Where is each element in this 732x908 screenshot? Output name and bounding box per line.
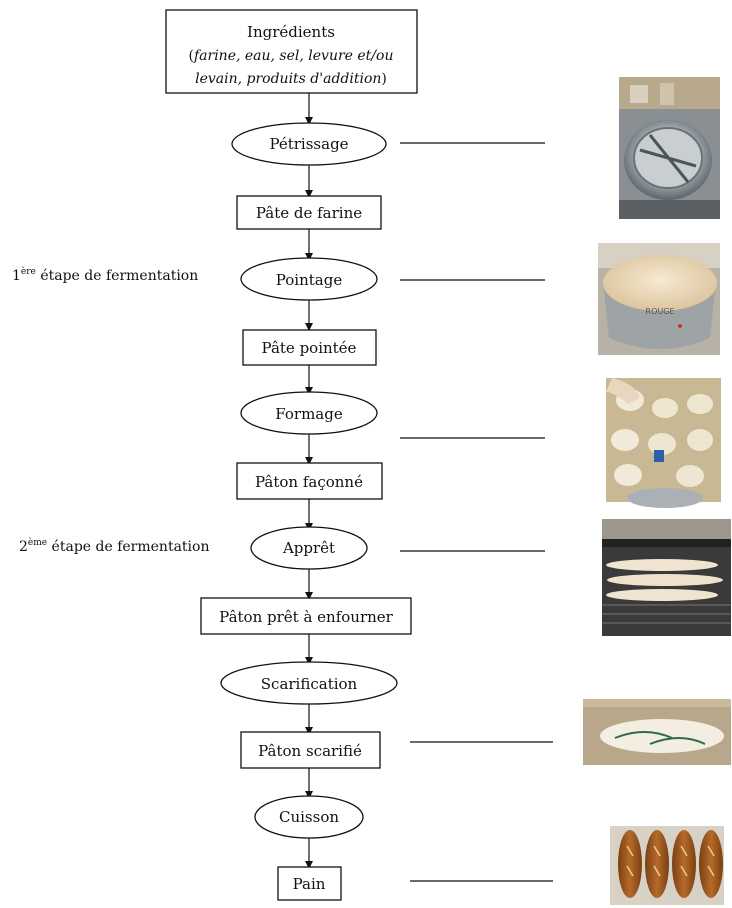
ingredients-list-a: farine, eau, sel, levure et/ou [193, 48, 394, 64]
node-formage: Formage [240, 391, 378, 435]
fermentation-step-2-label: 2ème étape de fermentation [19, 538, 210, 556]
ingredients-title: Ingrédients [247, 23, 335, 41]
paren-open: ( [189, 48, 194, 64]
node-pate-farine: Pâte de farine [236, 195, 382, 230]
node-scarification-label: Scarification [261, 675, 358, 693]
step-2-suffix: ème [27, 538, 48, 548]
node-paton-faconne: Pâton façonné [236, 462, 383, 500]
answer-lines [400, 142, 553, 882]
ingredients-line-1: (farine, eau, sel, levure et/ou [189, 48, 394, 64]
node-pate-pointee-label: Pâte pointée [262, 339, 357, 357]
ingredients-list-b: levain, produits d'addition [195, 71, 381, 87]
node-paton-scarifie-label: Pâton scarifié [258, 742, 362, 760]
step-1-text: étape de fermentation [35, 268, 199, 284]
node-pain-label: Pain [293, 875, 326, 893]
node-cuisson-label: Cuisson [279, 808, 339, 826]
step-1-ordinal: 1 [12, 268, 21, 284]
node-scarification: Scarification [220, 661, 398, 705]
photo-kneader [619, 77, 720, 219]
ingredients-box: Ingrédients (farine, eau, sel, levure et… [165, 9, 418, 94]
node-pointage-label: Pointage [276, 271, 343, 289]
node-pain: Pain [277, 866, 342, 901]
ingredients-line-2: levain, produits d'addition) [195, 71, 387, 87]
paren-close: ) [381, 71, 386, 87]
node-appret: Apprêt [250, 526, 368, 570]
node-petrissage-label: Pétrissage [269, 135, 348, 153]
photo-oven [602, 519, 731, 636]
node-pate-pointee: Pâte pointée [242, 329, 377, 366]
node-paton-pret-label: Pâton prêt à enfourner [219, 608, 393, 626]
photo-dough-bowl: ROUGE [598, 243, 720, 355]
fermentation-step-1-label: 1ère étape de fermentation [12, 267, 199, 285]
node-pate-farine-label: Pâte de farine [256, 204, 362, 222]
photo-shaping [606, 378, 721, 508]
node-paton-pret: Pâton prêt à enfourner [200, 597, 412, 635]
photo-scored [583, 699, 731, 765]
step-2-ordinal: 2 [19, 539, 28, 555]
node-paton-scarifie: Pâton scarifié [240, 731, 381, 769]
node-cuisson: Cuisson [254, 795, 364, 839]
node-pointage: Pointage [240, 257, 378, 301]
step-2-text: étape de fermentation [47, 539, 210, 555]
node-paton-faconne-label: Pâton façonné [255, 473, 363, 491]
step-1-suffix: ère [20, 267, 36, 277]
photo-breads [610, 826, 724, 905]
node-petrissage: Pétrissage [231, 122, 387, 166]
node-appret-label: Apprêt [282, 539, 335, 557]
node-formage-label: Formage [275, 405, 343, 423]
bowl-marking: ROUGE [646, 307, 675, 316]
